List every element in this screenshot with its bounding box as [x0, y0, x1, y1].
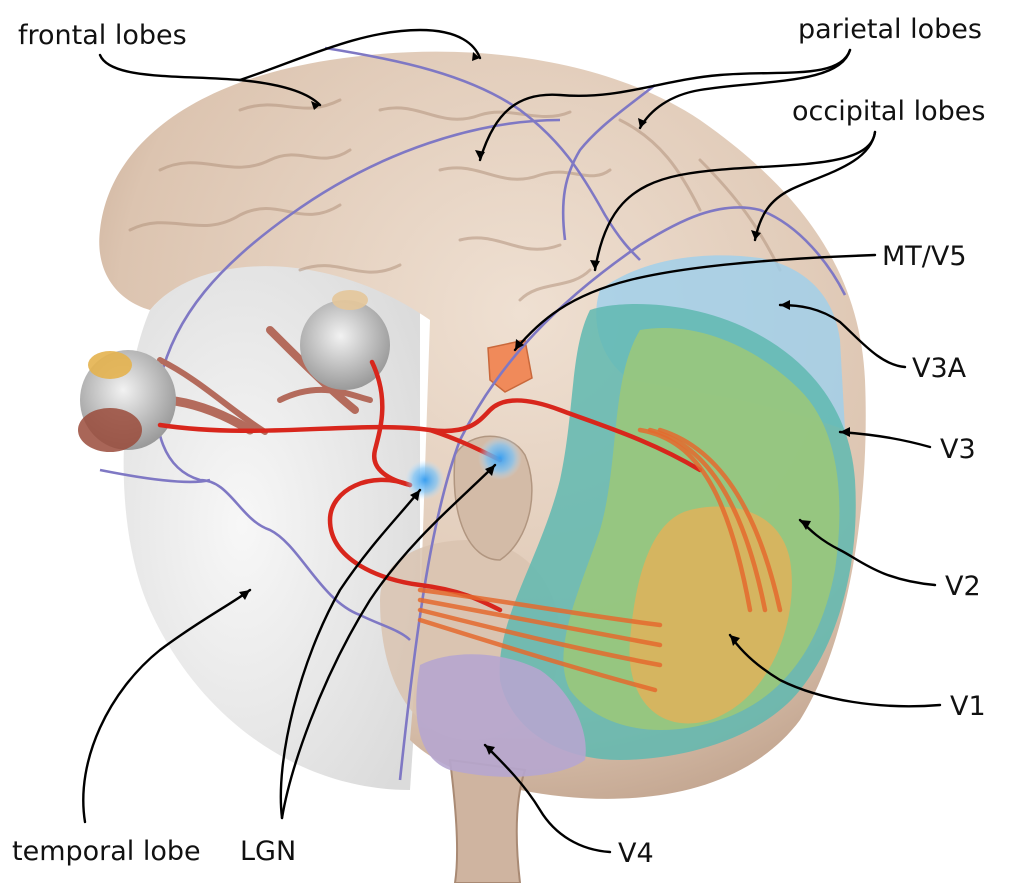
- arrow-v3: [840, 427, 850, 437]
- eyes: [78, 290, 390, 452]
- leader-v2: [798, 518, 937, 587]
- radiation-5: [637, 427, 753, 613]
- label-mt-v5: MT/V5: [882, 241, 967, 272]
- occipital-upper-boundary: [639, 206, 847, 296]
- lgn-right: [478, 436, 522, 480]
- leader-mt-v5: [513, 253, 877, 352]
- label-v2: V2: [945, 571, 981, 602]
- left-eye-lens: [88, 351, 132, 379]
- radiation-6: [647, 427, 768, 613]
- area-v4: [416, 654, 586, 777]
- labels: frontal lobes parietal lobes occipital l…: [12, 14, 986, 869]
- temporal-boundary: [99, 468, 211, 484]
- arrow-occipital-2: [751, 230, 761, 240]
- leader-occipital-2: [753, 130, 877, 242]
- arrow-frontal: [311, 101, 320, 110]
- leader-frontal: [98, 53, 322, 107]
- radiation-2: [417, 597, 663, 648]
- arrow-v4: [485, 745, 495, 755]
- arrow-lgn-1: [410, 490, 420, 501]
- frontal-boundary: [155, 118, 561, 641]
- leader-v3: [838, 430, 932, 449]
- leader-occipital: [593, 130, 877, 272]
- leader-v4: [483, 743, 612, 854]
- leader-v1: [728, 633, 942, 708]
- leader-frontal-2: [238, 28, 482, 82]
- leader-parietal: [478, 48, 852, 162]
- radiation-7: [657, 427, 783, 613]
- radiation-4: [417, 617, 658, 693]
- arrow-v2: [800, 520, 811, 530]
- label-lgn: LGN: [240, 836, 296, 867]
- arrow-temporal: [239, 590, 250, 600]
- left-eye-muscle: [78, 408, 142, 452]
- parietal-boundary: [561, 83, 656, 241]
- label-frontal-lobes: frontal lobes: [18, 20, 187, 51]
- leader-lgn-1: [279, 488, 422, 820]
- optic-nerve-right: [369, 359, 413, 488]
- arrow-occipital: [590, 260, 600, 270]
- arrow-parietal-2: [638, 118, 647, 128]
- gyri-texture: [128, 98, 782, 302]
- leader-lgn-2: [280, 463, 497, 820]
- radiation-1: [417, 587, 663, 628]
- optic-nerve-left: [157, 398, 703, 473]
- brainstem: [448, 758, 527, 883]
- arrow-frontal-2: [472, 52, 480, 61]
- left-eye: [78, 350, 268, 452]
- radiation-3: [417, 607, 663, 668]
- right-eyeball: [300, 300, 390, 390]
- leader-temporal: [82, 588, 252, 824]
- lgn-left: [405, 460, 445, 500]
- label-v4: V4: [618, 838, 654, 869]
- label-temporal-lobe: temporal lobe: [12, 836, 201, 867]
- leader-v3a: [778, 303, 907, 369]
- label-v1: V1: [950, 691, 986, 722]
- label-occipital-lobes: occipital lobes: [792, 96, 985, 127]
- arrow-parietal: [475, 150, 485, 160]
- arrow-mt-v5: [515, 339, 524, 350]
- optic-radiations: [417, 427, 783, 693]
- arrowheads: [239, 52, 850, 755]
- arrow-v3a: [780, 300, 790, 310]
- arrow-v1: [730, 635, 740, 646]
- right-eye: [266, 290, 390, 414]
- leader-lines: [82, 28, 942, 854]
- label-parietal-lobes: parietal lobes: [798, 14, 982, 45]
- central-boundary: [324, 46, 641, 261]
- label-v3a: V3A: [912, 353, 967, 384]
- arrow-lgn-2: [485, 465, 495, 476]
- right-eye-lens: [332, 290, 368, 310]
- label-v3: V3: [940, 434, 976, 465]
- leader-parietal-2: [638, 48, 852, 130]
